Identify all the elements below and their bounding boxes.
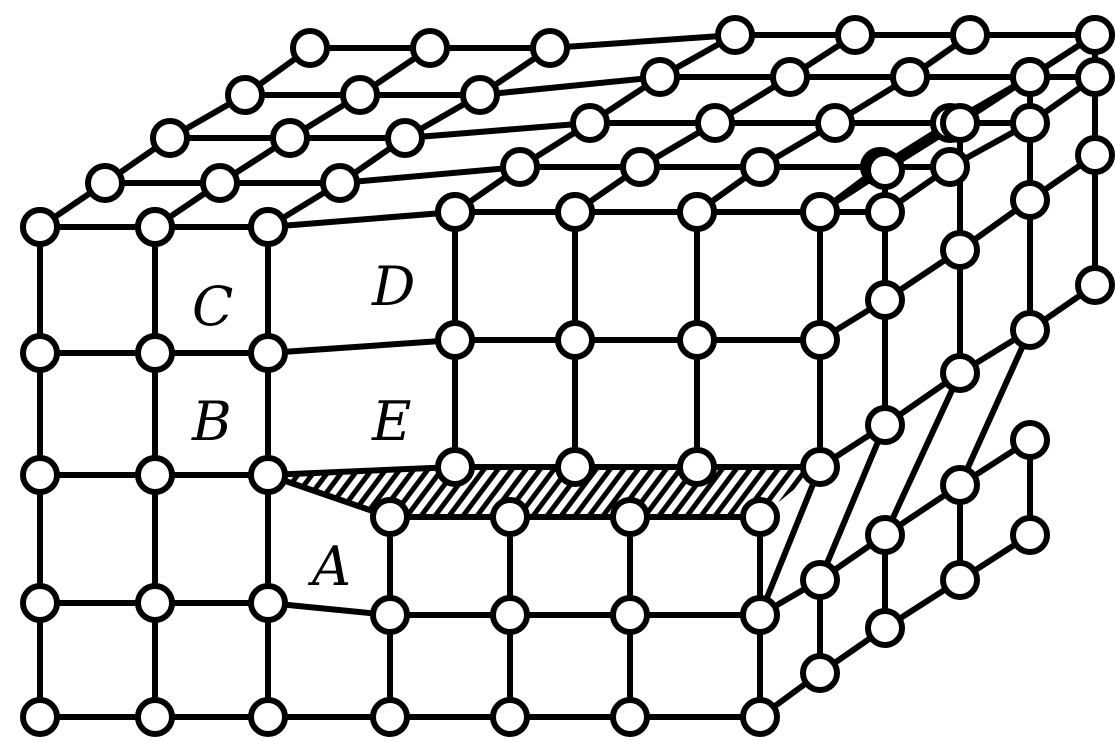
atom-node [23, 586, 57, 620]
atom-node [1013, 313, 1047, 347]
atom-node [613, 700, 647, 734]
atom-node [818, 106, 852, 140]
atom-node [803, 323, 837, 357]
atom-node [868, 153, 902, 187]
atom-node [138, 700, 172, 734]
atom-node [743, 598, 777, 632]
label-e: E [371, 390, 411, 453]
atom-node [1078, 268, 1112, 302]
atom-node [251, 586, 285, 620]
atom-node [943, 468, 977, 502]
atom-node [558, 450, 592, 484]
atom-node [138, 336, 172, 370]
point-labels: C B D E A [191, 255, 415, 598]
label-a: A [307, 535, 351, 598]
atom-node [138, 210, 172, 244]
atom-node [138, 586, 172, 620]
atom-node [943, 563, 977, 597]
atom-node [953, 18, 987, 52]
label-d: D [371, 255, 415, 318]
atom-node [251, 210, 285, 244]
atom-node [803, 656, 837, 690]
atom-node [868, 408, 902, 442]
atom-node [1013, 423, 1047, 457]
atom-node [743, 500, 777, 534]
atom-node [388, 121, 422, 155]
atom-node [293, 31, 327, 65]
atom-node [323, 166, 357, 200]
bond-line [268, 340, 455, 353]
atom-node [23, 458, 57, 492]
bond-line [340, 167, 520, 183]
atom-node [773, 60, 807, 94]
atom-node [251, 458, 285, 492]
atom-node [493, 500, 527, 534]
atom-node [23, 336, 57, 370]
atom-node [88, 166, 122, 200]
atom-node [623, 150, 657, 184]
atom-node [1013, 183, 1047, 217]
atom-node [1078, 60, 1112, 94]
atom-node [680, 323, 714, 357]
label-c: C [192, 275, 233, 338]
atom-node [251, 700, 285, 734]
atom-node [153, 121, 187, 155]
atom-node [503, 150, 537, 184]
atom-node [838, 18, 872, 52]
atom-node [868, 195, 902, 229]
atom-node [803, 563, 837, 597]
atom-node [23, 700, 57, 734]
atom-node [743, 700, 777, 734]
atom-node [251, 336, 285, 370]
atom-node [438, 450, 472, 484]
atom-node [1078, 18, 1112, 52]
atom-node [893, 60, 927, 94]
atom-node [643, 60, 677, 94]
atom-node [533, 31, 567, 65]
atom-node [868, 518, 902, 552]
atom-node [373, 700, 407, 734]
atom-node [1013, 106, 1047, 140]
label-b: B [191, 390, 232, 453]
atom-node [343, 78, 377, 112]
atom-node [373, 500, 407, 534]
atom-node [943, 233, 977, 267]
atom-node [718, 18, 752, 52]
atom-node [743, 150, 777, 184]
atom-node [493, 598, 527, 632]
atom-node [1013, 60, 1047, 94]
atom-node [943, 106, 977, 140]
atom-node [493, 700, 527, 734]
bond-line [268, 212, 455, 227]
atom-node [803, 195, 837, 229]
atom-node [943, 356, 977, 390]
atom-node [803, 450, 837, 484]
atom-node [1078, 138, 1112, 172]
atom-node [558, 323, 592, 357]
atom-node [698, 106, 732, 140]
atom-node [573, 106, 607, 140]
atom-node [23, 210, 57, 244]
atom-node [933, 150, 967, 184]
atom-node [138, 458, 172, 492]
atom-node [680, 195, 714, 229]
atom-node [868, 611, 902, 645]
atom-node [413, 31, 447, 65]
atom-node [868, 283, 902, 317]
atom-node [438, 195, 472, 229]
bond-line [550, 35, 735, 48]
atom-node [613, 500, 647, 534]
atom-node [463, 78, 497, 112]
atom-node [558, 195, 592, 229]
atom-node [613, 598, 647, 632]
atom-node [680, 450, 714, 484]
atom-node [273, 121, 307, 155]
atom-node [203, 166, 237, 200]
atom-node [373, 598, 407, 632]
atom-node [438, 323, 472, 357]
atom-node [1013, 518, 1047, 552]
atom-node [228, 78, 262, 112]
